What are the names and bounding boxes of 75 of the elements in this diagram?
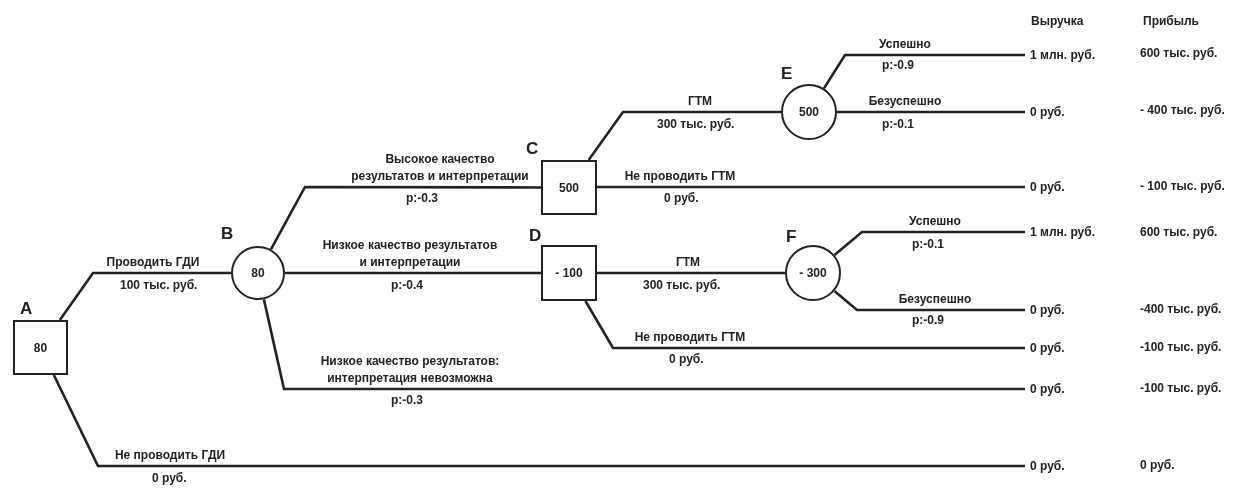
profit-value: -400 тыс. руб. <box>1140 302 1222 317</box>
branch-line <box>837 110 1025 114</box>
node-value: 500 <box>799 105 819 119</box>
revenue-value: 0 руб. <box>1030 459 1065 474</box>
branch-value: p:-0.4 <box>391 278 423 293</box>
node-value: 500 <box>559 180 579 195</box>
branch-value: p:-0.3 <box>406 191 438 206</box>
branch-value: p:-0.1 <box>882 117 914 132</box>
branch-line <box>262 299 1025 391</box>
profit-value: -100 тыс. руб. <box>1140 340 1222 355</box>
edge-label: Низкое качество результатов: интерпретация невозможна <box>319 353 501 387</box>
branch-line <box>597 185 1025 189</box>
branch-line <box>58 271 231 321</box>
profit-value: 0 руб. <box>1140 458 1175 473</box>
branch-value: 100 тыс. руб. <box>120 278 198 293</box>
branch-value: p:-0.9 <box>882 58 914 73</box>
edge-label: Не проводить ГТМ <box>623 168 737 185</box>
branch-value: 0 руб. <box>669 352 704 367</box>
branch-line <box>833 290 1025 312</box>
branch-line <box>833 230 1025 257</box>
edge-label: Безуспешно <box>867 93 943 110</box>
edge-label: Не проводить ГДИ <box>113 447 227 464</box>
node-letter: F <box>786 228 797 245</box>
decision-node <box>541 160 597 215</box>
edge-label: Не проводить ГТМ <box>633 329 747 346</box>
branch-value: p:-0.9 <box>912 313 944 328</box>
node-value: 80 <box>33 340 48 355</box>
chance-node <box>785 245 841 301</box>
branch-line <box>597 271 785 275</box>
branch-line <box>269 185 541 250</box>
profit-value: - 400 тыс. руб. <box>1140 103 1225 118</box>
edge-label: Безуспешно <box>897 291 973 308</box>
node-value: - 100 <box>555 266 583 280</box>
edge-label: ГТМ <box>674 254 702 271</box>
edge-label: Успешно <box>878 36 932 53</box>
node-letter: A <box>20 300 33 317</box>
edge-label: Проводить ГДИ <box>105 254 201 271</box>
revenue-value: 1 млн. руб. <box>1030 48 1095 63</box>
branch-value: 0 руб. <box>664 191 699 206</box>
node-letter: C <box>526 140 539 157</box>
branch-line <box>822 53 1025 90</box>
branch-value: p:-0.1 <box>912 237 944 252</box>
branch-value: 300 тыс. руб. <box>657 117 735 132</box>
node-letter: B <box>221 225 234 242</box>
revenue-value: 0 руб. <box>1030 303 1065 318</box>
revenue-value: 0 руб. <box>1030 105 1065 120</box>
branch-line <box>584 300 1025 350</box>
node-value: - 300 <box>799 266 827 280</box>
revenue-value: 1 млн. руб. <box>1030 225 1095 240</box>
branch-line <box>587 110 781 161</box>
branch-value: p:-0.3 <box>391 393 423 408</box>
chance-node <box>781 84 837 140</box>
profit-value: 600 тыс. руб. <box>1140 46 1218 61</box>
decision-node <box>13 320 68 375</box>
column-header: Прибыль <box>1143 14 1199 29</box>
profit-value: -100 тыс. руб. <box>1140 381 1222 396</box>
edge-label: Успешно <box>908 213 962 230</box>
decision-node <box>541 245 597 301</box>
branch-line <box>285 271 541 275</box>
node-value: 80 <box>251 266 265 280</box>
edge-label: ГТМ <box>686 93 714 110</box>
node-letter: E <box>781 65 793 82</box>
edge-label: Низкое качество результатов и интерпретации <box>321 237 499 271</box>
branch-value: 0 руб. <box>152 471 187 486</box>
profit-value: - 100 тыс. руб. <box>1140 179 1225 194</box>
revenue-value: 0 руб. <box>1030 180 1065 195</box>
branch-line <box>52 374 1025 468</box>
branch-value: 300 тыс. руб. <box>643 278 721 293</box>
node-letter: D <box>529 227 542 244</box>
chance-node <box>231 246 285 300</box>
revenue-value: 0 руб. <box>1030 341 1065 356</box>
column-header: Выручка <box>1031 14 1084 29</box>
edge-label: Высокое качество результатов и интерпретации <box>350 152 529 185</box>
profit-value: 600 тыс. руб. <box>1140 225 1218 240</box>
revenue-value: 0 руб. <box>1030 382 1065 397</box>
